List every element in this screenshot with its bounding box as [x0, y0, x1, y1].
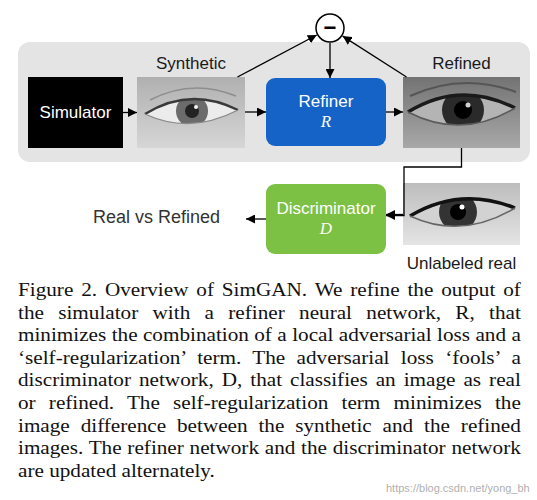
image-title: Refined — [393, 54, 530, 74]
discriminator-box: DiscriminatorD — [266, 184, 386, 254]
eye-pupil — [454, 101, 472, 119]
difference-circle: − — [315, 13, 345, 43]
refined-image: Refined — [403, 77, 520, 148]
image-background — [137, 77, 245, 148]
flow-arrow — [386, 214, 403, 215]
watermark: https://blog.csdn.net/yong_bh — [386, 482, 530, 494]
eye-upper-lid — [408, 95, 515, 112]
pipeline-band — [18, 42, 530, 162]
flow-arrow — [237, 35, 316, 77]
eye-lower-lid — [410, 208, 515, 226]
eye-iris — [176, 95, 208, 127]
refiner-box: RefinerR — [266, 78, 386, 146]
eye-highlight — [466, 103, 471, 108]
refined-eye-picture — [403, 77, 520, 148]
node-label: − — [324, 15, 337, 40]
eye-sclera — [145, 99, 238, 124]
eye-pupil — [450, 204, 466, 220]
eye-lower-lid — [145, 110, 238, 124]
synthetic-eye-picture — [137, 77, 245, 148]
eye-upper-lid — [145, 99, 238, 114]
image-background — [403, 77, 520, 148]
unlabeled-real-image: Unlabeled real — [403, 183, 520, 245]
eye-upper-lid — [410, 199, 515, 216]
flow-arrow — [245, 111, 266, 112]
image-title: Synthetic — [127, 54, 255, 74]
eye-highlight — [460, 205, 465, 210]
image-background — [403, 183, 520, 245]
circle-shape — [316, 14, 344, 42]
simulator-box: Simulator — [28, 77, 123, 148]
eye-lower-lid — [408, 108, 515, 125]
flow-arrow — [329, 43, 330, 78]
flow-arrow — [343, 36, 407, 77]
image-title: Unlabeled real — [393, 254, 530, 274]
figure-caption: Figure 2. Overview of SimGAN. We refine … — [18, 279, 521, 482]
flow-arrow — [386, 111, 403, 112]
eye-pupil — [185, 104, 199, 118]
synthetic-image: Synthetic — [137, 77, 245, 148]
eye-iris — [439, 193, 477, 231]
node-label: Simulator — [40, 103, 112, 123]
node-label: Discriminator — [276, 199, 375, 219]
eye-sclera — [410, 199, 515, 227]
flow-arrow — [386, 148, 462, 216]
real-eye-picture — [403, 183, 520, 245]
eye-sclera — [408, 95, 515, 125]
node-label: Refiner — [299, 92, 354, 112]
node-symbol: R — [321, 112, 331, 132]
output-arrow — [246, 218, 266, 219]
eye-iris — [442, 89, 484, 131]
node-symbol: D — [320, 219, 332, 239]
eye-crease — [150, 88, 236, 100]
flow-arrow — [123, 112, 137, 113]
eye-crease — [410, 83, 516, 96]
output-label: Real vs Refined — [93, 207, 220, 228]
eye-highlight — [194, 105, 198, 109]
